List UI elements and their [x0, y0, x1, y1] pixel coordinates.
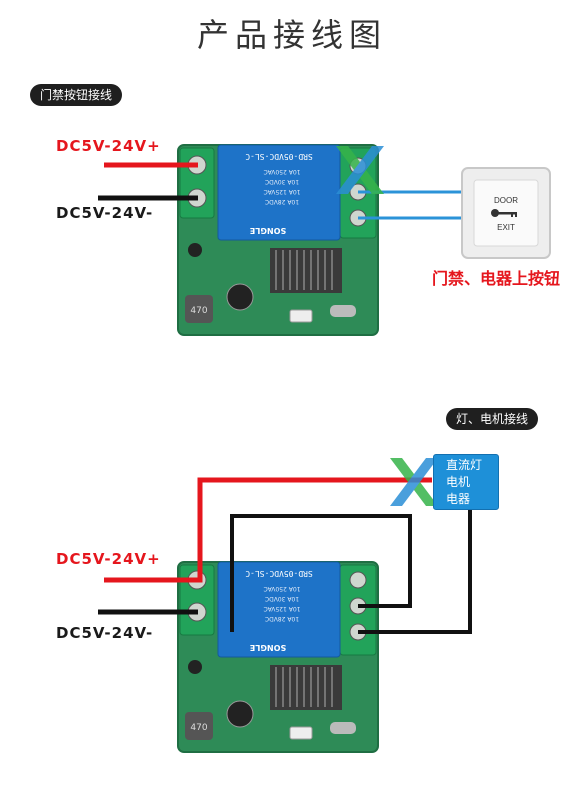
push-button [289, 726, 313, 740]
device-caption: 门禁、电器上按钮 [432, 269, 561, 288]
relay-rating-text: 10A 125VAC [263, 605, 300, 612]
inductor-label: 470 [190, 723, 207, 733]
page-title: 产品接线图 [196, 16, 387, 54]
inductor [185, 295, 213, 323]
capacitor [226, 700, 254, 728]
transistor [188, 243, 202, 257]
rf-module [270, 248, 342, 293]
capacitor [226, 283, 254, 311]
relay [217, 561, 341, 658]
relay-rating-text: 10A 30VDC [265, 178, 299, 185]
brand-logo [336, 146, 384, 194]
relay-rating-text: 10A 125VAC [263, 188, 300, 195]
wiring-graphic: SRD-05VDC-SL-C 10A 250VAC 10A 30VDC 10A … [98, 458, 472, 753]
wire-positive [104, 477, 432, 583]
door-button-wiring-diagram: 门禁按钮接线 DC5V-24V+ DC5V-24V- 门禁、电器上按钮 SRD-… [0, 84, 584, 360]
power-positive-label: DC5V-24V+ [56, 550, 161, 568]
crystal [330, 305, 356, 317]
power-negative-label: DC5V-24V- [56, 624, 154, 642]
relay-brand-text: SONGLE [250, 643, 286, 652]
load-box-line: 直流灯 [446, 458, 483, 472]
wire-load-return [358, 510, 472, 634]
rf-coil [275, 667, 333, 707]
wiring-graphic: SRD-05VDC-SL-C 10A 250VAC 10A 30VDC 10A … [98, 144, 551, 336]
relay-brand-text: SONGLE [250, 226, 286, 235]
load-device-box: 直流灯 电机 电器 [433, 454, 499, 510]
relay-rating-text: 10A 250VAC [263, 168, 300, 175]
rf-coil [275, 250, 333, 290]
section-tag-lamp-motor: 灯、电机接线 [446, 408, 539, 430]
power-negative-label: DC5V-24V- [56, 204, 154, 222]
inductor-label: 470 [190, 306, 207, 316]
inductor [185, 712, 213, 740]
push-button [289, 309, 313, 323]
key-icon [491, 209, 517, 217]
load-box-line: 电器 [446, 492, 471, 506]
transistor [188, 660, 202, 674]
wire-common [230, 514, 412, 632]
rf-module [270, 665, 342, 710]
power-positive-label: DC5V-24V+ [56, 137, 161, 155]
relay-rating-text: 10A 28VDC [265, 615, 299, 622]
door-button-label: DOOR [494, 196, 518, 205]
lamp-motor-wiring-diagram: 灯、电机接线 DC5V-24V+ DC5V-24V- SRD-05VDC-SL-… [0, 400, 584, 800]
relay-rating-text: 10A 250VAC [263, 585, 300, 592]
terminal-screw [349, 571, 367, 589]
brand-logo [390, 458, 438, 506]
section-tag-door-button: 门禁按钮接线 [30, 84, 123, 106]
relay-model-text: SRD-05VDC-SL-C [245, 152, 313, 161]
crystal [330, 722, 356, 734]
relay-rating-text: 10A 28VDC [265, 198, 299, 205]
relay-rating-text: 10A 30VDC [265, 595, 299, 602]
relay-model-text: SRD-05VDC-SL-C [245, 569, 313, 578]
load-box-line: 电机 [446, 475, 471, 489]
door-button-label: EXIT [497, 223, 515, 232]
